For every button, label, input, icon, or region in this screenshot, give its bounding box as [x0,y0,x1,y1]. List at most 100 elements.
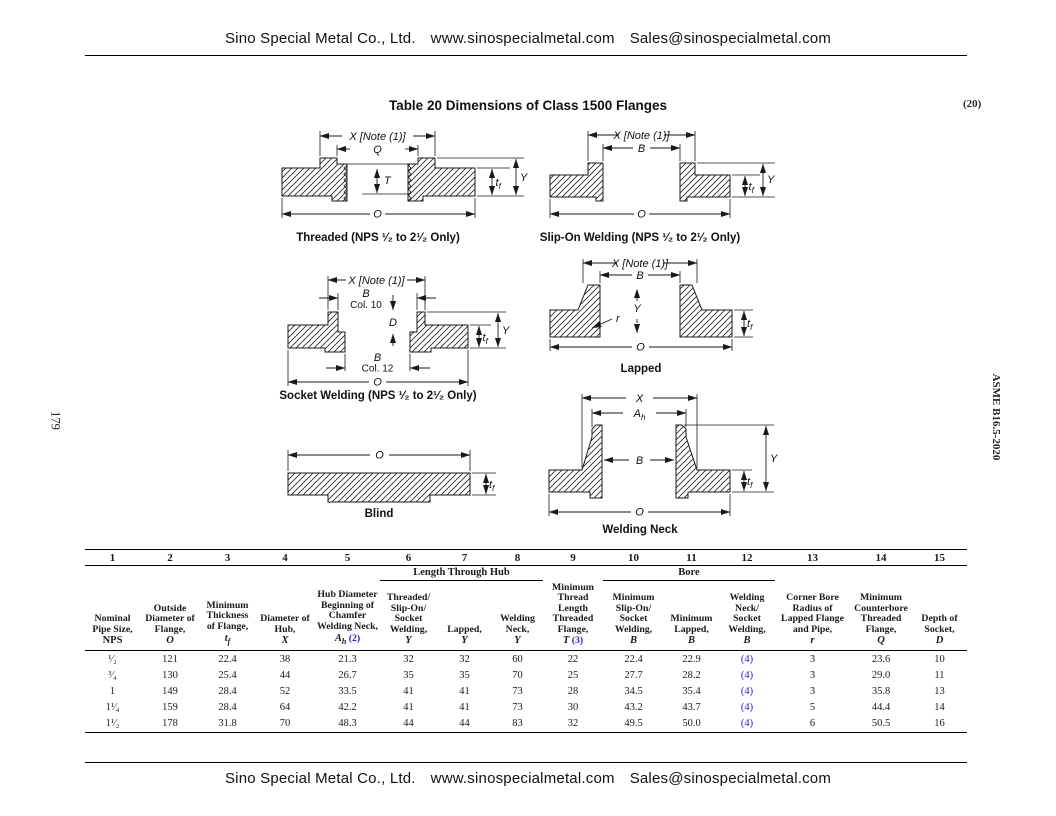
figure-threaded: X [Note (1)] Q T O tf Y Threaded (NPS ¹⁄… [252,118,532,244]
table-cell: 44 [279,669,291,681]
company-name: Sino Special Metal Co., Ltd. [224,30,416,47]
column-header-row: Nominal Pipe Size,NPS Outside Diameter o… [85,580,967,652]
dim-label-b-col10: B [362,288,369,300]
table-cell: 1¹⁄₄ [105,702,120,714]
table-cell: 178 [140,715,200,733]
col-header: Minimum Counterbore Threaded Flange,Q [850,580,912,652]
col-header: Depth of Socket,D [912,580,967,652]
table-cell: 13 [934,686,945,698]
figure-threaded-drawing: X [Note (1)] Q T O tf Y [281,131,528,221]
col-header: Minimum Slip-On/ Socket Welding,B [603,580,664,652]
table-cell: 83 [492,715,543,733]
col-header: Diameter of Hub,X [255,580,315,652]
table-cell: 23.6 [871,653,891,665]
table-cell: 32 [543,715,603,733]
figure-caption: Slip-On Welding (NPS ¹⁄₂ to 2¹⁄₂ Only) [539,232,741,244]
dim-label-tf: tf [747,318,753,332]
figure-lapped: X [Note (1)] B Y r O tf Lapped [535,248,805,375]
dim-label-o: O [636,342,645,354]
table-cell: 70 [255,715,315,733]
figure-welding-neck-drawing: X Ah B tf Y O [548,393,778,519]
dimension-lines: O tf [287,450,496,496]
dim-label-b-col12: B [374,352,381,364]
table-cell: 28 [567,686,579,698]
col-number: 12 [719,549,775,566]
dim-label-x-note: X [Note (1)] [612,130,670,142]
table-cell: 3 [809,653,816,665]
table-cell: 35.8 [871,686,891,698]
table-cell: 52 [279,686,291,698]
table-cell: (4) [740,686,754,698]
col-header: Nominal Pipe Size,NPS [85,580,140,652]
table-cell: 73 [512,686,523,698]
flange-cross-section [287,311,469,353]
table-cell: 41 [403,686,414,698]
dim-label-y: Y [767,174,775,186]
table-cell: 28.2 [682,669,701,681]
flange-cross-section [287,472,471,503]
table-cell: 64 [279,702,291,714]
col-number: 2 [140,549,200,566]
dimension-lines: X Ah B tf Y O [548,393,778,519]
dim-label-tf: tf [483,332,489,346]
table-cell: 70 [512,669,523,681]
col-number: 3 [200,549,255,566]
figure-caption: Threaded (NPS ¹⁄₂ to 2¹⁄₂ Only) [296,232,460,244]
figure-caption: Welding Neck [602,524,678,536]
dim-label-o: O [375,450,384,462]
table-cell: 1 [109,686,116,698]
dim-label-o: O [637,209,646,221]
table-cell: 16 [912,715,967,733]
table-cell: 43.7 [682,702,701,714]
dim-label-x-note: X [Note (1)] [348,131,406,143]
col-header: Minimum Lapped,B [664,580,719,652]
dim-label-o: O [373,209,382,221]
col-header: Minimum Thread Length Threaded Flange,T … [543,580,603,652]
table-cell: 41 [403,702,414,714]
table-cell: 38 [279,653,291,665]
table-cell: 44 [380,715,437,733]
dim-label-col10: Col. 10 [350,300,382,311]
table-cell: 73 [512,702,523,714]
table-cell: (4) [740,702,754,714]
table-cell: 28.4 [218,702,237,714]
footer-rule [85,762,967,763]
table-cell: 21.3 [338,653,357,665]
dim-label-t: T [384,175,392,187]
dimension-lines: X [Note (1)] Q T O tf Y [281,131,528,221]
dim-label-x-note: X [Note (1)] [347,275,405,287]
col-header: Hub Diameter Beginning of Chamfer Weldin… [315,580,380,652]
table-cell: 35 [459,669,470,681]
figure-welding-neck: X Ah B tf Y O Welding Neck [538,386,808,536]
col-number: 4 [255,549,315,566]
dim-label-d: D [389,317,397,329]
flange-cross-section [549,162,731,202]
col-header: Welding Neck/ Socket Welding,B [719,580,775,652]
figure-slip-on-drawing: X [Note (1)] B O tf Y [549,130,775,221]
figure-caption: Socket Welding (NPS ¹⁄₂ to 2¹⁄₂ Only) [279,390,477,402]
table-cell: 14 [934,702,945,714]
col-number: 1 [85,549,140,566]
figure-socket-welding: X [Note (1)] B Col. 10 D B Col. 12 O [262,268,542,402]
flange-cross-section [281,157,476,202]
company-email: Sales@sinospecialmetal.com [629,770,832,787]
table-cell: ¹⁄₂ [108,653,117,665]
figure-caption: Lapped [620,363,662,375]
figure-slip-on: X [Note (1)] B O tf Y Slip-On Welding (N… [533,118,823,244]
figure-blind-drawing: O tf [287,450,496,503]
dim-label-y: Y [502,325,510,337]
page-footer: Sino Special Metal Co., Ltd. www.sinospe… [0,770,1056,787]
col-header: Corner Bore Radius of Lapped Flange and … [775,580,850,652]
dim-label-o: O [373,377,382,389]
dim-label-x: X [635,393,644,405]
table-cell: 1¹⁄₂ [85,715,140,733]
table-cell: 41 [459,686,470,698]
dim-label-b: B [638,143,645,155]
col-header: Minimum Thickness of Flange,tf [200,580,255,652]
company-email: Sales@sinospecialmetal.com [629,30,832,47]
dim-label-b: B [636,270,643,282]
col-number: 8 [492,549,543,566]
figure-blind: O tf Blind [270,438,540,520]
